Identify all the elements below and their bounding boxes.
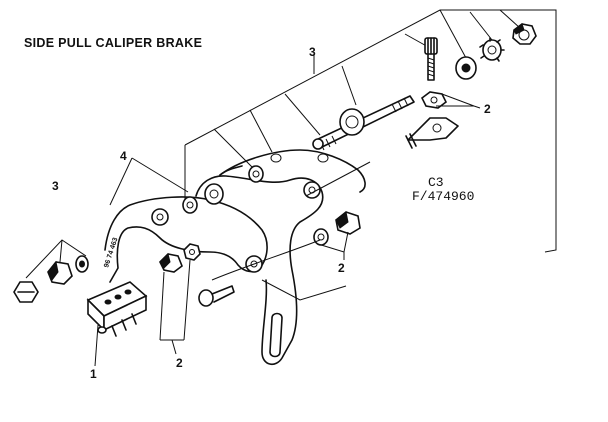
washer-pivot — [182, 196, 198, 214]
callout-2-right: 2 — [484, 102, 491, 116]
return-spring — [219, 149, 366, 193]
callout-3-top: 3 — [309, 45, 316, 59]
washer-left — [75, 255, 89, 273]
callout-1: 1 — [90, 367, 97, 381]
center-bolt — [312, 95, 415, 151]
washer-spring — [248, 165, 264, 183]
callout-3-bracket — [184, 9, 557, 253]
callout-2-bottom: 2 — [176, 356, 183, 370]
washer-right-lower — [313, 228, 329, 246]
brake-shoe — [86, 281, 148, 337]
flat-washer-top — [455, 56, 477, 80]
cable-anchor — [405, 117, 459, 149]
figure-code: C3 — [428, 175, 444, 190]
nut-left — [47, 260, 73, 285]
nut-top-right — [512, 23, 537, 45]
nut-right-lower — [335, 211, 361, 235]
diagram-title: SIDE PULL CALIPER BRAKE — [24, 36, 203, 50]
caliper-arm-rear — [195, 161, 371, 365]
acorn-nut-left — [13, 281, 39, 303]
callout-3-left: 3 — [52, 179, 59, 193]
callout-4: 4 — [120, 149, 127, 163]
star-washer — [479, 37, 505, 62]
nut-center-2 — [183, 243, 201, 261]
stud-pin — [198, 285, 235, 307]
adjuster-screw — [424, 37, 438, 81]
part-code: F/474960 — [412, 189, 475, 204]
small-nut-right — [420, 91, 448, 109]
leader-lines — [25, 93, 481, 367]
nut-center — [159, 253, 183, 273]
callout-2-lower-right: 2 — [338, 261, 345, 275]
